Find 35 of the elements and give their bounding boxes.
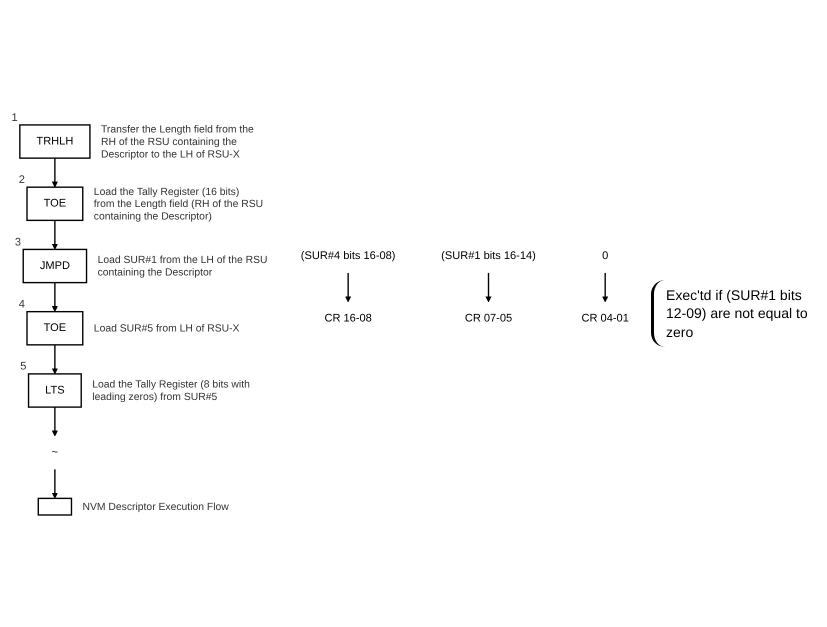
node-box [26, 311, 84, 346]
node-text: CR 07-05 [464, 312, 512, 324]
step-description: NVM Descriptor Execution Flow [82, 502, 229, 514]
arrow [52, 470, 58, 499]
node-text: ~ [52, 446, 58, 459]
arrow [52, 220, 58, 250]
node-box [19, 124, 91, 160]
node-text: (SUR#1 bits 16-14) [441, 250, 536, 262]
node-text: 0 [602, 250, 608, 262]
step-description: Load the Tally Register (16 bits) from the Length field (RH of the RSU containing the Descriptor) [94, 187, 264, 223]
node-box [38, 498, 72, 516]
arrow [485, 273, 492, 302]
node-box [28, 373, 82, 408]
step-description: Transfer the Length field from the RH of the RSU containing the Descriptor to the LH of RSU-X [101, 124, 254, 161]
node-text: (SUR#4 bits 16-08) [300, 250, 396, 262]
node-box [22, 248, 88, 284]
step-number: 1 [12, 112, 18, 124]
arrow [345, 273, 352, 302]
step-description: Load the Tally Register (8 bits with leading zeros) from SUR#5 [92, 380, 250, 404]
arrow [52, 345, 58, 374]
step-number: 5 [20, 360, 26, 373]
step-number: 4 [18, 298, 25, 311]
step-number: 2 [18, 174, 25, 186]
bracket-note: Exec'td if (SUR#1 bits 12-09) are not equal to zero [651, 280, 821, 347]
arrow [52, 282, 58, 312]
step-description: Load SUR#5 from LH of RSU-X [94, 324, 240, 335]
flowchart: TRHLH TOE JMPD (SUR#4 bits 16-08) CR 16-08 (SUR#1 bits 16-14) CR 07-05 0 CR 04-01 TOE LTS ~ 1 Transfer the Length field from the RH of the RSU containing the Descriptor to the LH of RSU-X 2 Load the Tally Register (16 bits) from the Length field (RH of the RSU containing the Descriptor) 3 Load SUR#1 from the LH of the RSU containing the Descriptor 4 Load SUR#5 from LH of RSU-X 5 Load the Tally Register (8 bits with leading zeros) from SUR#5 NVM Descriptor Execution Flow [6, 106, 651, 521]
arrow [602, 273, 608, 302]
node-text: CR 16-08 [324, 312, 372, 324]
step-number: 3 [14, 236, 22, 248]
arrow [52, 407, 58, 437]
node-text: CR 04-01 [582, 312, 629, 324]
arrow [52, 158, 58, 188]
step-description: Load SUR#1 from the LH of the RSU containing the Descriptor [98, 255, 268, 279]
node-box [26, 186, 84, 222]
